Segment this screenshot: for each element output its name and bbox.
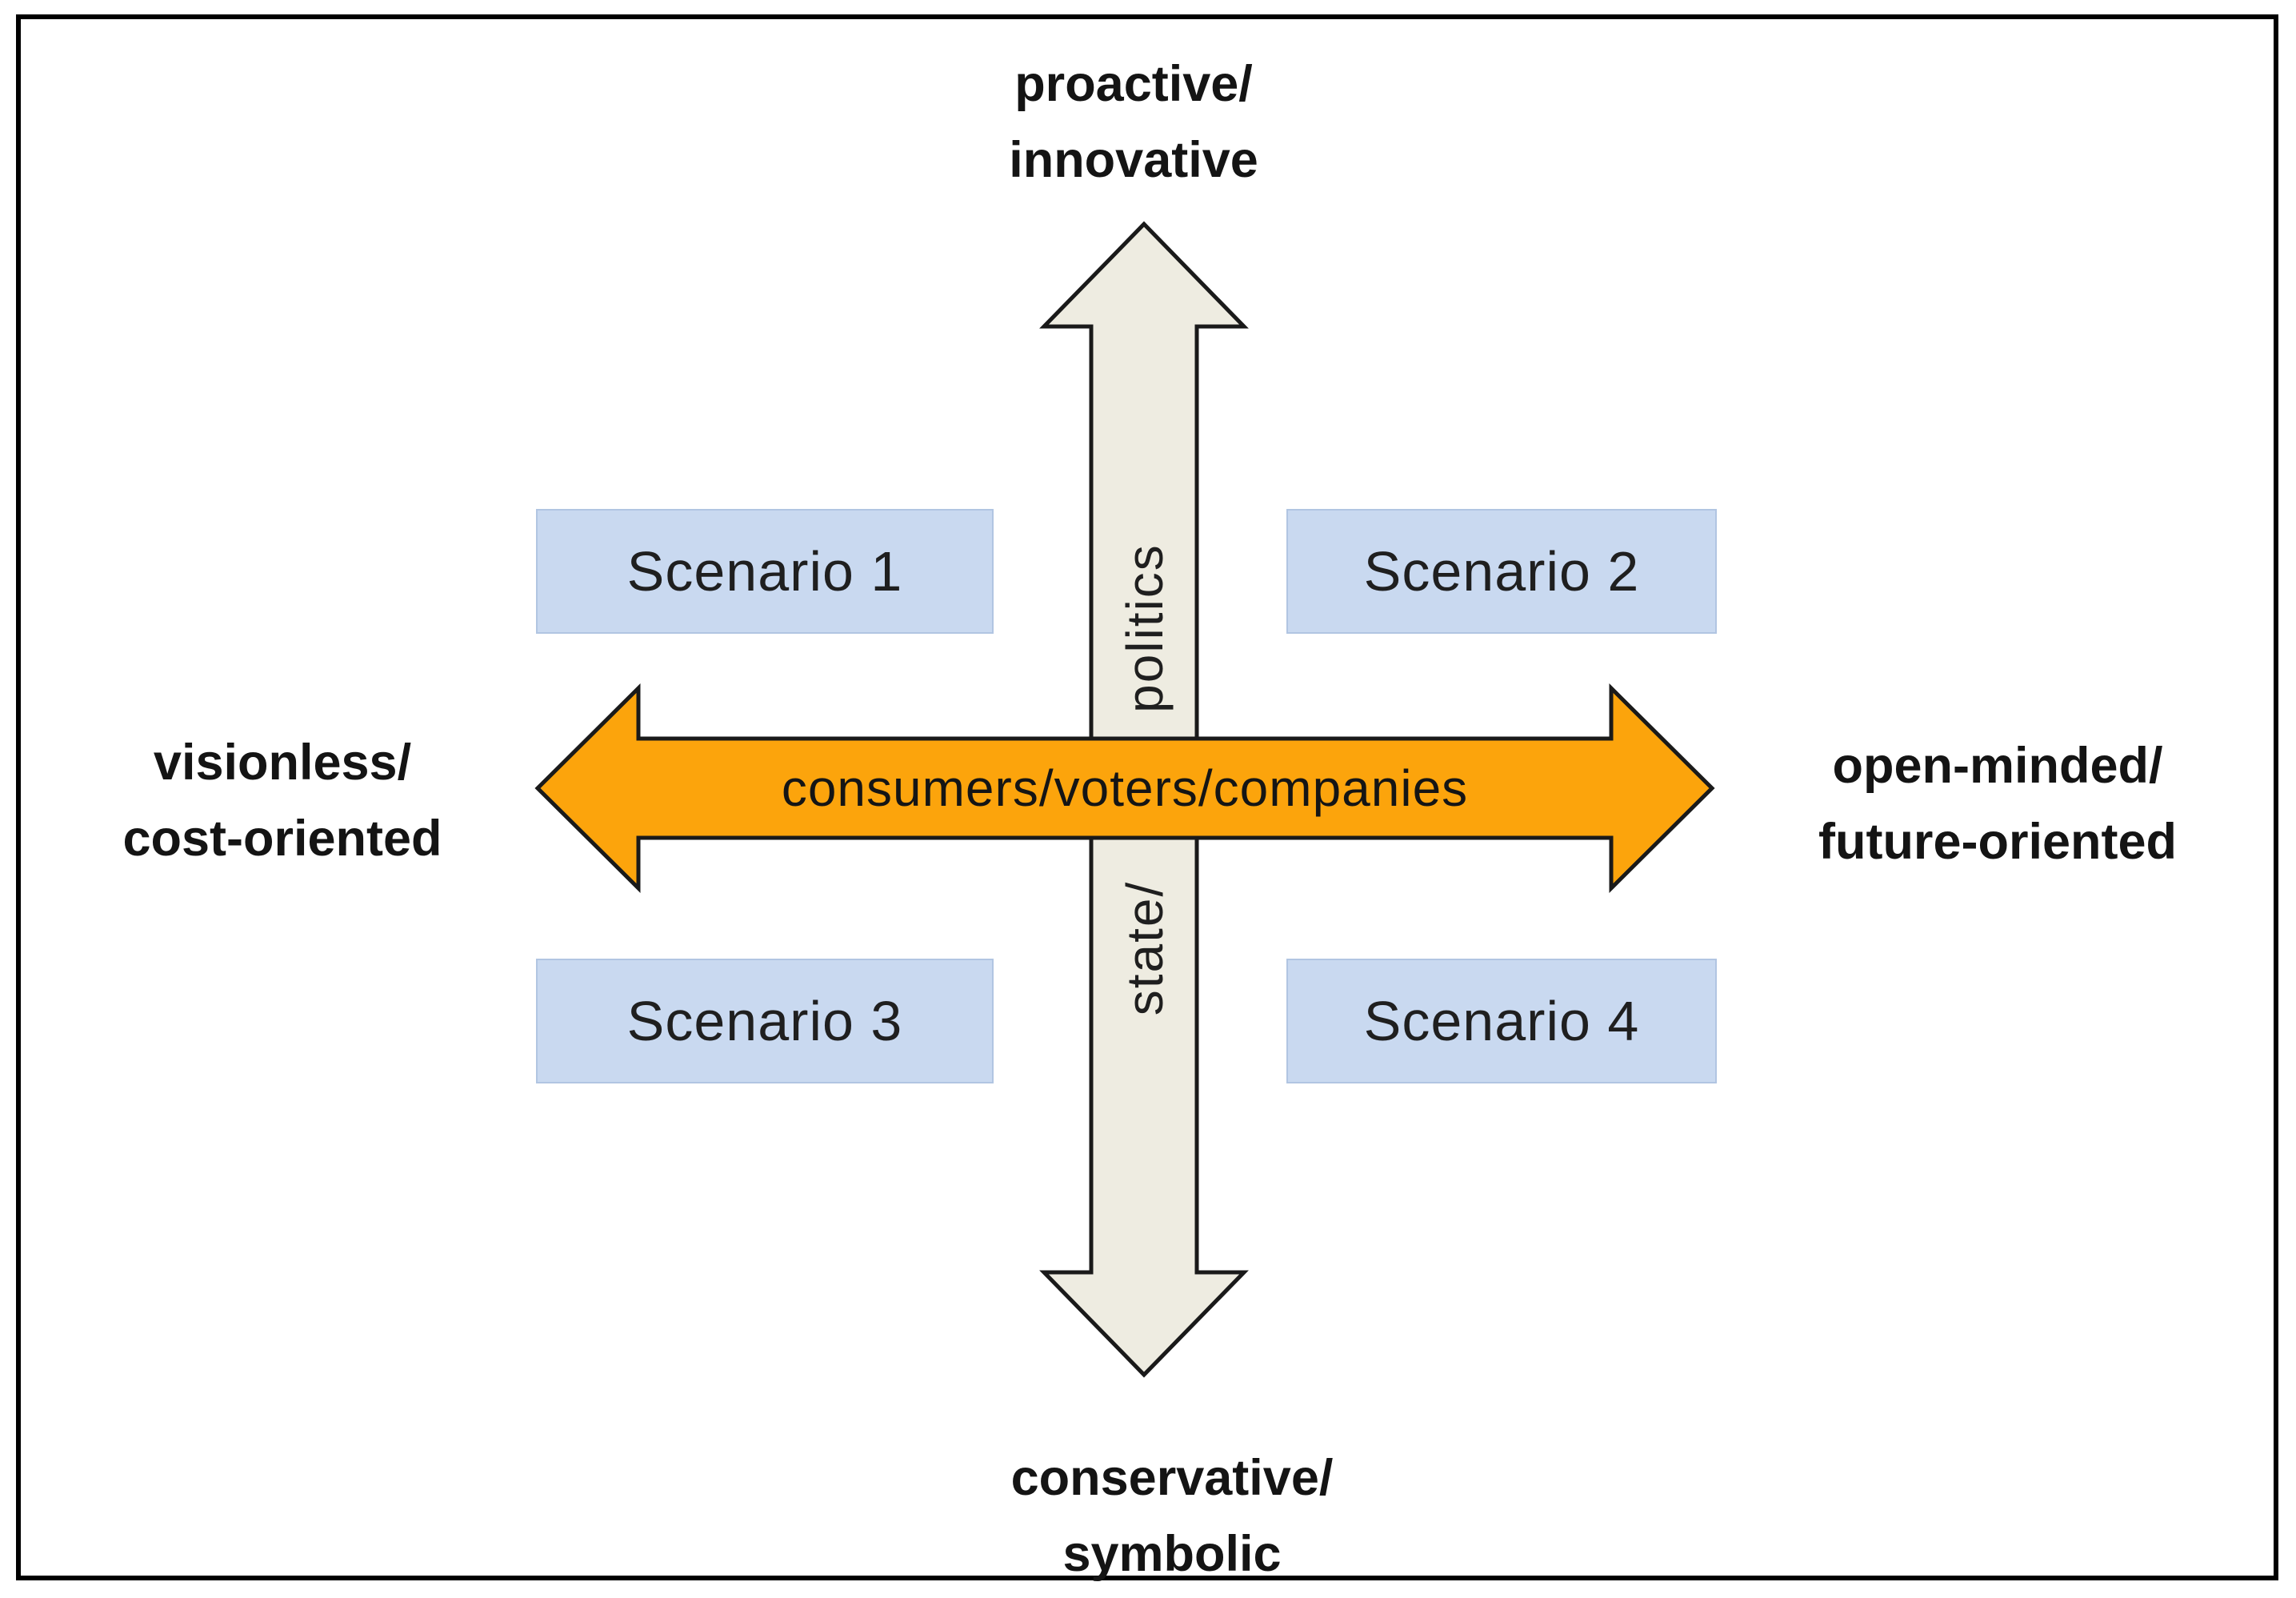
pole-bottom-line1: conservative/: [1010, 1450, 1334, 1506]
pole-right-line2: future-oriented: [1818, 813, 2177, 870]
horizontal-axis-arrow: [534, 683, 1715, 894]
axis-pole-label-left: visionless/ cost-oriented: [6, 725, 558, 876]
pole-top-line1: proactive/: [1014, 56, 1253, 112]
pole-left-line2: cost-oriented: [122, 810, 442, 867]
quadrant-label: Scenario 1: [626, 540, 903, 603]
vertical-axis-label-lower-segment: state/: [1116, 880, 1174, 1016]
axis-pole-label-top: proactive/ innovative: [858, 46, 1410, 198]
pole-bottom-line2: symbolic: [1062, 1525, 1282, 1582]
axis-pole-label-right: open-minded/ future-oriented: [1722, 728, 2274, 879]
axis-pole-label-bottom: conservative/ symbolic: [896, 1440, 1448, 1592]
horizontal-axis-label: consumers/voters/companies: [638, 739, 1611, 838]
vertical-axis-label-upper-segment: politics: [1116, 543, 1174, 713]
diagram-frame-border: [16, 14, 2278, 1580]
quadrant-label: Scenario 4: [1363, 990, 1640, 1052]
quadrant-box-scenario-1: Scenario 1: [536, 509, 994, 634]
quadrant-box-scenario-3: Scenario 3: [536, 959, 994, 1083]
horizontal-axis-label-text: consumers/voters/companies: [781, 759, 1469, 817]
quadrant-box-scenario-2: Scenario 2: [1286, 509, 1717, 634]
pole-top-line2: innovative: [1009, 131, 1258, 188]
quadrant-label: Scenario 3: [626, 990, 903, 1052]
quadrant-box-scenario-4: Scenario 4: [1286, 959, 1717, 1083]
pole-left-line1: visionless/: [153, 735, 412, 791]
quadrant-label: Scenario 2: [1363, 540, 1640, 603]
pole-right-line1: open-minded/: [1832, 738, 2163, 794]
